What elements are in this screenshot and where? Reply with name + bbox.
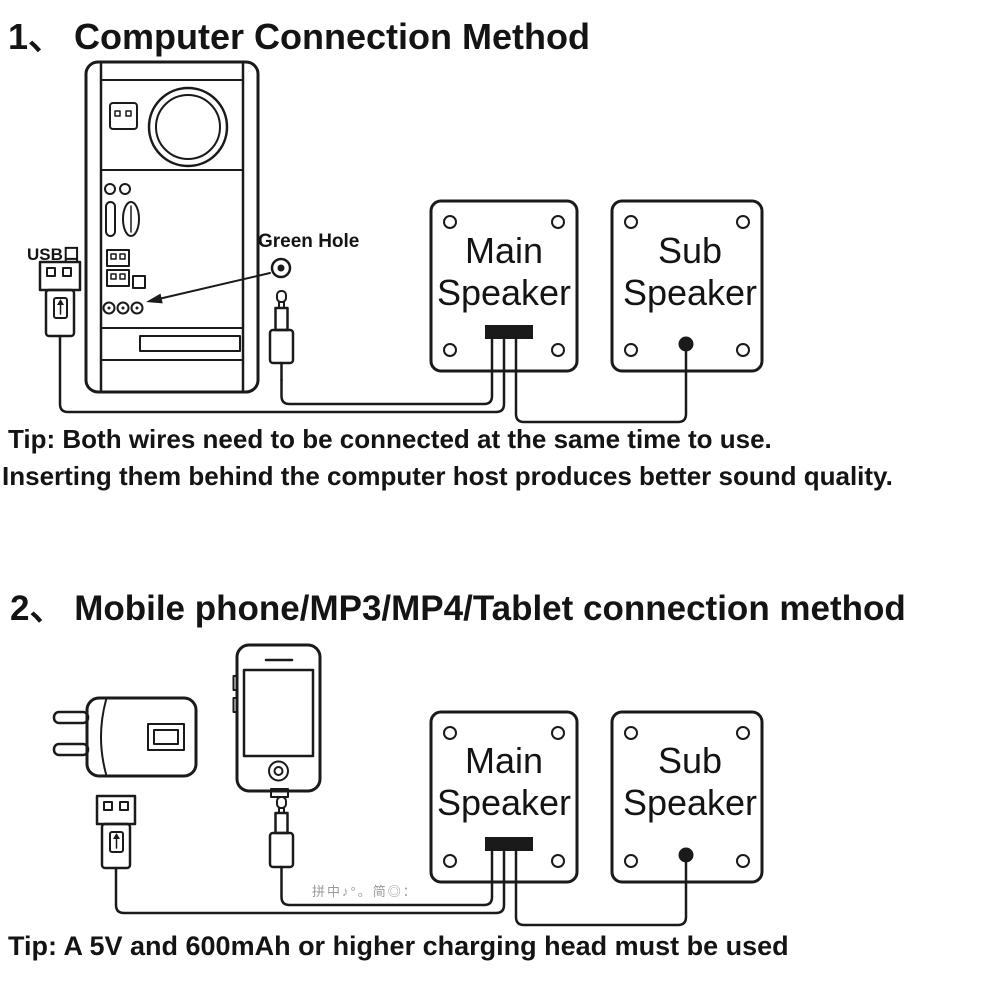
tip-line-1: Tip: Both wires need to be connected at … — [8, 424, 772, 454]
green-hole-icon — [270, 257, 292, 279]
sub-speaker-box-2 — [610, 710, 764, 884]
phone-drawing — [232, 643, 322, 798]
usb-plug-drawing-2 — [95, 794, 137, 870]
tip-bottom: Tip: A 5V and 600mAh or higher charging … — [8, 931, 789, 961]
main-speaker-box-1 — [429, 199, 579, 373]
sub-speaker-label-2: Sub Speaker — [622, 740, 758, 824]
audio-plug-drawing-2 — [268, 796, 295, 869]
usb-port-label: USB口 — [27, 245, 80, 264]
section2-heading: 2、 Mobile phone/MP3/MP4/Tablet connectio… — [10, 589, 906, 628]
green-hole-label: Green Hole — [258, 231, 360, 252]
main-speaker-label-2: Main Speaker — [436, 740, 572, 824]
connection-wires-2 — [114, 849, 688, 927]
charger-drawing — [52, 696, 198, 778]
main-speaker-box-2 — [429, 710, 579, 884]
sub-speaker-box-1 — [610, 199, 764, 373]
audio-plug-drawing — [268, 290, 295, 382]
ime-watermark: 拼中♪°。简◎： — [312, 884, 418, 899]
green-hole-arrow — [146, 272, 271, 304]
usb-plug-drawing — [38, 260, 82, 338]
section1-heading: 1、 Computer Connection Method — [8, 16, 590, 57]
main-speaker-label-1: Main Speaker — [436, 230, 572, 314]
computer-tower-drawing — [84, 60, 260, 394]
tip-line-2: Inserting them behind the computer host … — [2, 461, 893, 491]
sub-speaker-label-1: Sub Speaker — [622, 230, 758, 314]
connection-wires-1 — [58, 334, 688, 424]
